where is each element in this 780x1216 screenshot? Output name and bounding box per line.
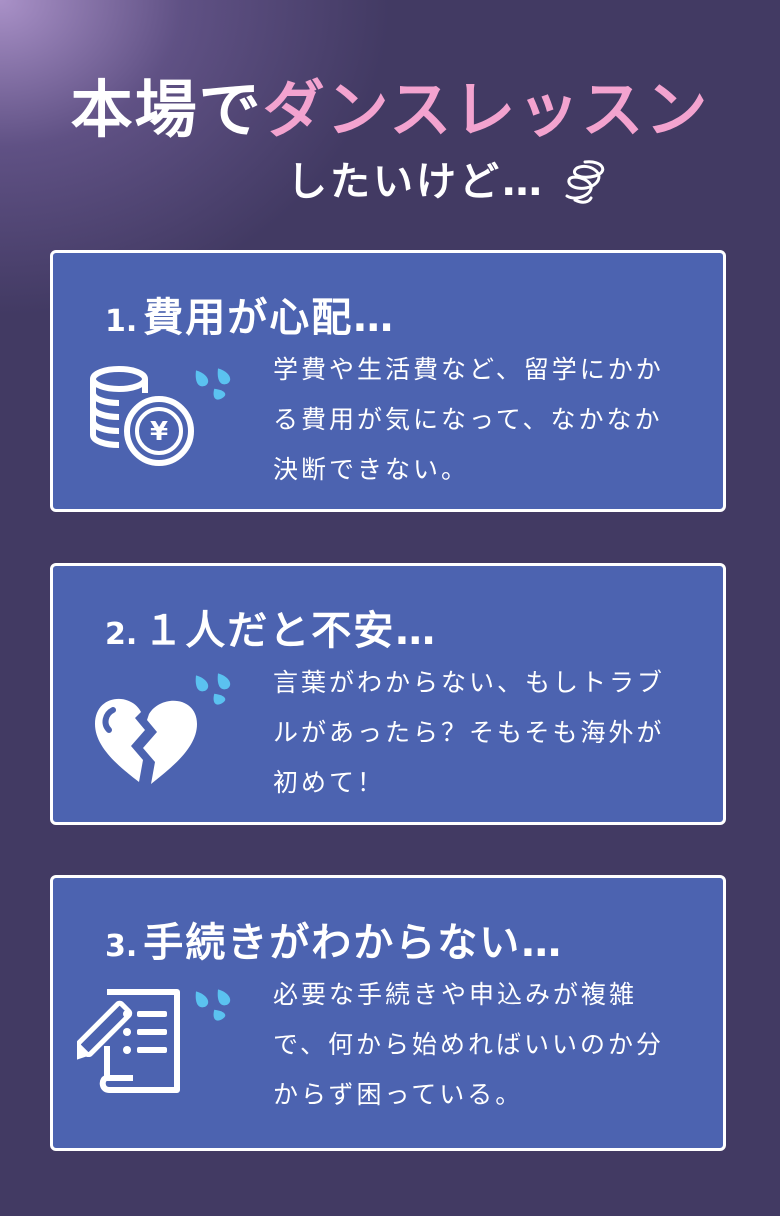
- concern-card-procedures: 3.手続きがわからない… 必要な手続きや申込みが複雑で、何から始めればいいのか分…: [50, 875, 726, 1151]
- card-body: 必要な手続きや申込みが複雑で、何から始めればいいのか分からず困っている。: [273, 980, 665, 1109]
- card-body: 学費や生活費など、留学にかかる費用が気になって、なかなか決断できない。: [273, 355, 664, 484]
- concern-card-alone: 2.１人だと不安… 言葉がわからない、もしトラブルがあったら？そもそも海外が初め…: [50, 563, 726, 825]
- sweat-drops-icon: [195, 368, 231, 400]
- headline-sub: したいけど…: [287, 159, 545, 205]
- card-number: 2.: [105, 617, 138, 652]
- concern-card-cost: 1.費用が心配… ¥ 学費や生活費など、留学にかかる費用が気になって、なかなか決…: [50, 250, 726, 512]
- sweat-drops-icon: [195, 989, 231, 1021]
- coins-yen-icon: ¥: [90, 366, 194, 466]
- headline-sub-row: したいけど…: [0, 152, 780, 212]
- card-title-text: 手続きがわからない…: [143, 920, 564, 966]
- broken-heart-icon: [95, 698, 197, 784]
- card-body: 言葉がわからない、もしトラブルがあったら？そもそも海外が初めて！: [273, 668, 666, 797]
- headline-main: 本場でダンスレッスン: [0, 70, 780, 150]
- card-number: 1.: [105, 304, 138, 339]
- headline: 本場でダンスレッスン したいけど…: [0, 70, 780, 212]
- svg-text:¥: ¥: [150, 417, 168, 447]
- card-title-text: 費用が心配…: [143, 295, 396, 341]
- headline-part1: 本場で: [70, 73, 263, 146]
- card-title: 2.１人だと不安…: [105, 598, 437, 656]
- sweat-drops-icon: [195, 673, 231, 705]
- card-title: 3.手続きがわからない…: [105, 910, 563, 968]
- card-title: 1.費用が心配…: [105, 285, 395, 343]
- headline-part2: ダンスレッスン: [262, 73, 710, 146]
- document-pen-icon: [77, 989, 180, 1093]
- spiral-scribble-icon: [565, 160, 605, 204]
- card-title-text: １人だと不安…: [143, 608, 438, 654]
- card-number: 3.: [105, 929, 138, 964]
